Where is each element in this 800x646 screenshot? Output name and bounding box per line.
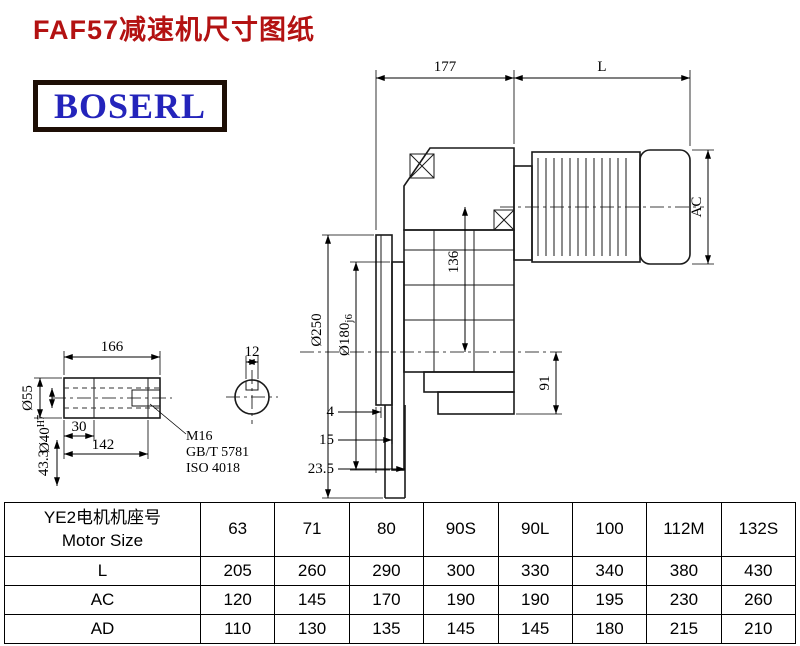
value-cell: 130 xyxy=(274,614,350,644)
dim-L: L xyxy=(514,59,691,146)
thread-label: M16 xyxy=(186,429,212,444)
dim-flange-od-250: Ø250 xyxy=(309,234,383,499)
end-retainer xyxy=(131,389,161,407)
shaft-detail-view xyxy=(52,377,172,419)
fan-cowl xyxy=(639,149,691,265)
dim-L-label: L xyxy=(597,59,606,75)
dim-23-5: 23.5 xyxy=(308,461,405,477)
dim-shaft-od-55: Ø55 xyxy=(20,377,62,419)
motor-size-header-en: Motor Size xyxy=(61,530,144,550)
column-header: 90S xyxy=(423,502,499,557)
dim-30-label: 30 xyxy=(72,419,87,435)
dim-43-3: 43.3 xyxy=(36,440,60,486)
page-title: FAF57减速机尺寸图纸 xyxy=(33,15,316,45)
dim-177-label: 177 xyxy=(434,59,457,75)
column-header: 132S xyxy=(720,502,797,557)
shaft-section-circle xyxy=(234,379,270,415)
keyway-slot xyxy=(245,381,259,391)
dim-23-5-label: 23.5 xyxy=(308,461,334,477)
value-cell: 110 xyxy=(199,614,276,644)
dim-43-3-label: 43.3 xyxy=(36,450,52,476)
dim-250-label: Ø250 xyxy=(309,313,325,346)
column-header: 90L xyxy=(497,502,573,557)
dim-177: 177 xyxy=(375,59,515,230)
dim-166: 166 xyxy=(63,339,161,375)
dim-30: 30 xyxy=(63,419,95,459)
value-cell: 430 xyxy=(720,556,797,586)
dim-spigot-180j6: Ø180j6 xyxy=(337,261,390,471)
value-cell: 290 xyxy=(348,556,425,586)
table-row-AD: AD 110 130 135 145 145 180 215 210 xyxy=(4,614,797,644)
shaft-end-view xyxy=(226,370,278,424)
column-header: 80 xyxy=(348,502,425,557)
value-cell: 260 xyxy=(720,585,797,615)
value-cell: 215 xyxy=(646,614,722,644)
dim-136: 136 xyxy=(446,207,468,352)
value-cell: 330 xyxy=(497,556,573,586)
value-cell: 145 xyxy=(497,614,573,644)
dim-142-label: 142 xyxy=(92,437,115,453)
motor-size-header-cn: YE2电机机座号 xyxy=(43,507,162,527)
dim-91: 91 xyxy=(516,352,562,415)
value-cell: 135 xyxy=(348,614,425,644)
value-cell: 230 xyxy=(646,585,722,615)
dim-136-label: 136 xyxy=(446,250,462,273)
column-header: 63 xyxy=(199,502,276,557)
dim-91-label: 91 xyxy=(537,376,553,391)
dim-4: 4 xyxy=(327,404,382,473)
dim-180j6-label: Ø180j6 xyxy=(337,314,355,356)
column-header: 100 xyxy=(571,502,648,557)
value-cell: 170 xyxy=(348,585,425,615)
dim-bore-40H7: Ø40H7 xyxy=(36,388,55,453)
dim-AC: AC xyxy=(689,149,714,265)
row-label: AD xyxy=(4,614,201,644)
gearbox-dimension-drawing: 177 L AC Ø250 Ø180j6 136 91 xyxy=(20,59,714,499)
dim-15-label: 15 xyxy=(319,432,334,448)
main-view xyxy=(300,147,704,499)
logo-text: BOSERL xyxy=(53,86,207,126)
value-cell: 190 xyxy=(497,585,573,615)
motor-size-table: YE2电机机座号 Motor Size 63 71 80 90S 90L 100… xyxy=(4,502,797,644)
table-header-row: YE2电机机座号 Motor Size 63 71 80 90S 90L 100… xyxy=(4,502,797,557)
dim-keyway-12: 12 xyxy=(245,344,260,379)
dim-55-label: Ø55 xyxy=(20,385,36,411)
dim-AC-label: AC xyxy=(689,197,705,218)
dim-12-label: 12 xyxy=(245,344,260,360)
dim-166-label: 166 xyxy=(101,339,124,355)
column-header: 112M xyxy=(646,502,722,557)
column-header: 71 xyxy=(274,502,350,557)
dim-142: 142 xyxy=(63,420,149,459)
motor-size-header-cell: YE2电机机座号 Motor Size xyxy=(4,502,201,557)
value-cell: 195 xyxy=(571,585,648,615)
value-cell: 145 xyxy=(423,614,499,644)
value-cell: 380 xyxy=(646,556,722,586)
dim-4-label: 4 xyxy=(327,404,335,420)
row-label: L xyxy=(4,556,201,586)
upper-housing xyxy=(403,147,515,231)
thread-annotation: M16 GB/T 5781 ISO 4018 xyxy=(149,403,249,476)
flange-plate xyxy=(375,234,393,406)
motor-fins xyxy=(537,158,627,256)
boserl-logo: BOSERL xyxy=(33,80,227,132)
flange-spigot xyxy=(391,261,405,471)
value-cell: 260 xyxy=(274,556,350,586)
dim-40H7-label: Ø40H7 xyxy=(36,415,53,453)
value-cell: 210 xyxy=(720,614,797,644)
value-cell: 300 xyxy=(423,556,499,586)
value-cell: 205 xyxy=(199,556,276,586)
motor-adapter xyxy=(513,165,533,261)
value-cell: 180 xyxy=(571,614,648,644)
value-cell: 190 xyxy=(423,585,499,615)
bolt-hole-symbol xyxy=(409,153,435,179)
dim-15: 15 xyxy=(319,407,393,448)
standard-gb-label: GB/T 5781 xyxy=(186,445,249,460)
table-row-AC: AC 120 145 170 190 190 195 230 260 xyxy=(4,585,797,615)
row-label: AC xyxy=(4,585,201,615)
value-cell: 120 xyxy=(199,585,276,615)
value-cell: 145 xyxy=(274,585,350,615)
standard-iso-label: ISO 4018 xyxy=(186,461,240,476)
table-row-L: L 205 260 290 300 330 340 380 430 xyxy=(4,556,797,586)
value-cell: 340 xyxy=(571,556,648,586)
